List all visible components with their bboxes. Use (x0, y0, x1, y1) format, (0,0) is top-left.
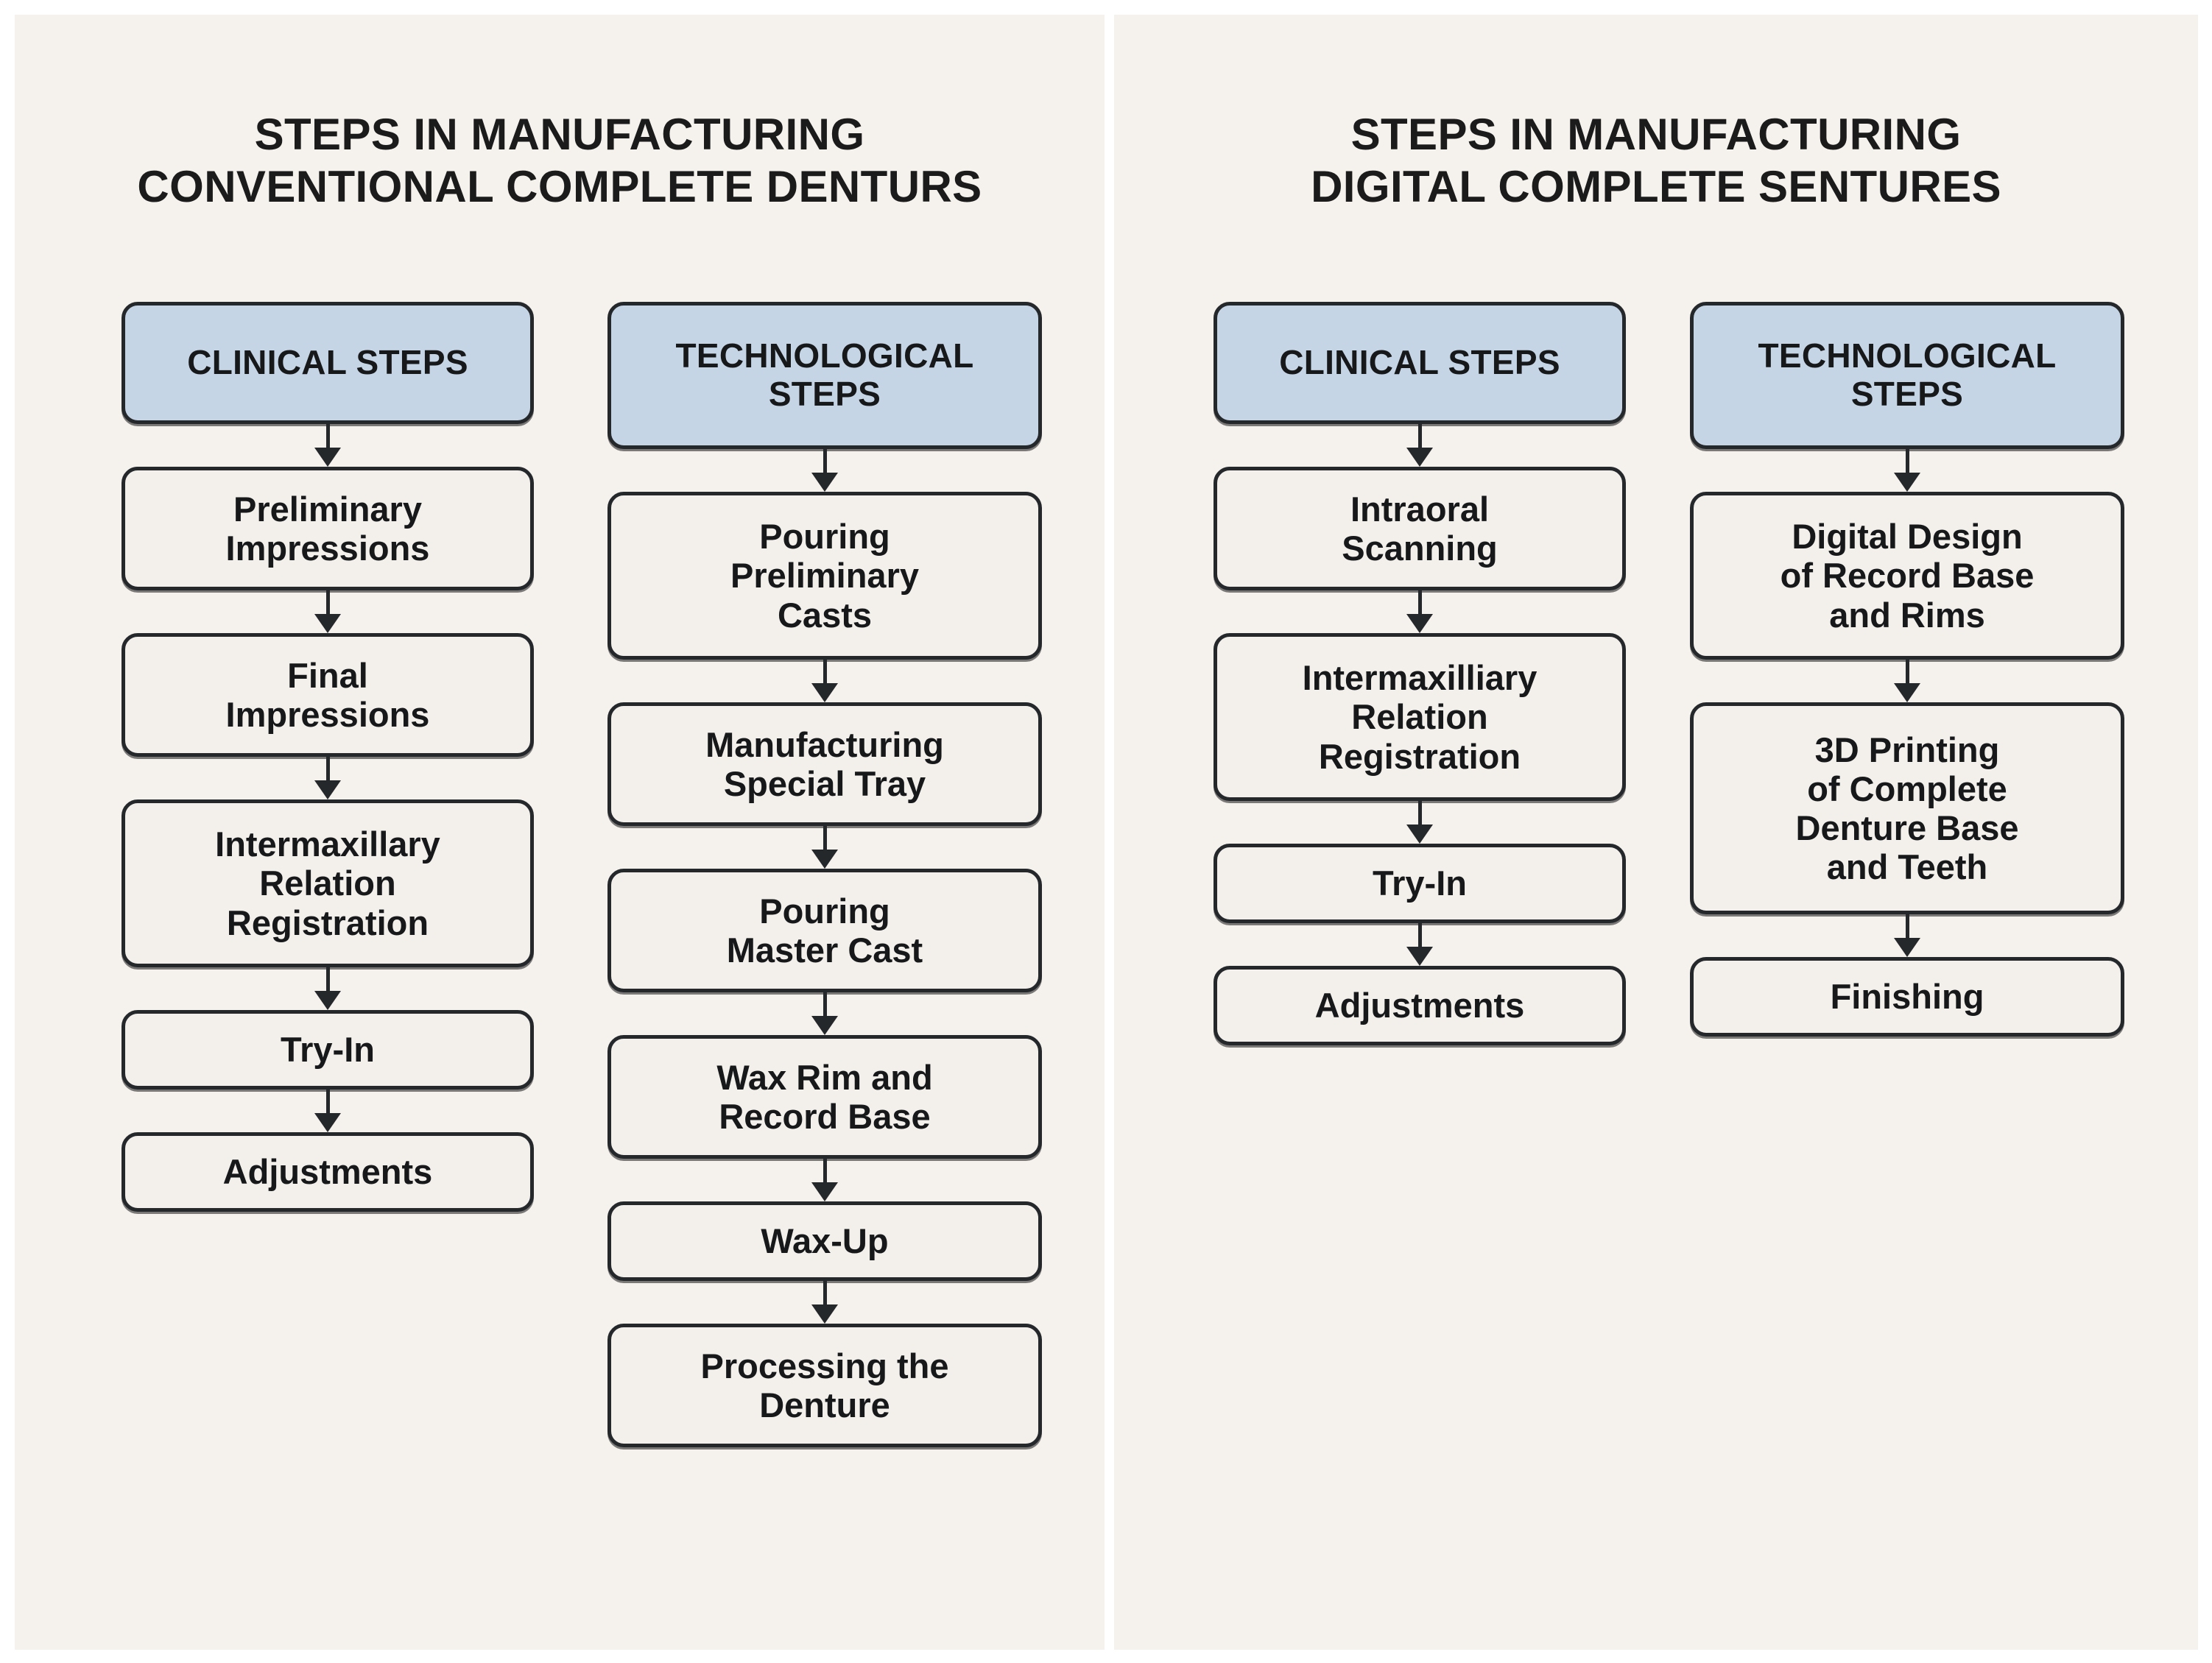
column-conventional-technological: TECHNOLOGICAL STEPS Pouring Preliminary … (607, 302, 1042, 1447)
arrow-connector (1214, 923, 1626, 966)
arrow-connector (1690, 449, 2124, 492)
arrow-connector (607, 992, 1042, 1035)
arrow-head-icon (811, 473, 838, 492)
arrow-shaft (1417, 590, 1422, 623)
arrow-connector (121, 590, 534, 633)
arrow-shaft (325, 757, 330, 789)
arrow-shaft (1905, 914, 1909, 947)
node-processing-the-denture[interactable]: Processing the Denture (607, 1324, 1042, 1447)
arrow-connector (607, 1159, 1042, 1201)
arrow-head-icon (314, 448, 341, 467)
arrow-connector (121, 424, 534, 467)
panel-title-conventional: STEPS IN MANUFACTURING CONVENTIONAL COMP… (137, 110, 982, 211)
node-pouring-preliminary-casts[interactable]: Pouring Preliminary Casts (607, 492, 1042, 660)
arrow-shaft (325, 1090, 330, 1122)
column-digital-technological: TECHNOLOGICAL STEPS Digital Design of Re… (1690, 302, 2124, 1037)
header-digital-technological-steps[interactable]: TECHNOLOGICAL STEPS (1690, 302, 2124, 449)
arrow-shaft (1905, 449, 1909, 481)
arrow-connector (1214, 424, 1626, 467)
arrow-connector (1690, 914, 2124, 957)
node-preliminary-impressions[interactable]: Preliminary Impressions (121, 467, 534, 590)
arrow-connector (607, 826, 1042, 869)
arrow-shaft (823, 1159, 827, 1191)
arrow-shaft (823, 826, 827, 858)
arrow-connector (121, 757, 534, 799)
arrow-connector (121, 1090, 534, 1132)
arrow-head-icon (314, 614, 341, 633)
arrow-head-icon (1894, 683, 1920, 702)
arrow-head-icon (1406, 947, 1433, 966)
arrow-connector (121, 967, 534, 1010)
node-3d-printing-of-complete-denture-base-and-teeth[interactable]: 3D Printing of Complete Denture Base and… (1690, 702, 2124, 914)
column-conventional-clinical: CLINICAL STEPS Preliminary Impressions F… (121, 302, 534, 1212)
arrow-head-icon (811, 1016, 838, 1035)
arrow-connector (1214, 801, 1626, 844)
arrow-shaft (823, 660, 827, 692)
arrow-head-icon (1406, 825, 1433, 844)
arrow-shaft (325, 590, 330, 623)
node-intraoral-scanning[interactable]: Intraoral Scanning (1214, 467, 1626, 590)
node-try-in[interactable]: Try-In (1214, 844, 1626, 923)
arrow-connector (607, 449, 1042, 492)
node-pouring-master-cast[interactable]: Pouring Master Cast (607, 869, 1042, 992)
arrow-head-icon (1406, 614, 1433, 633)
column-digital-clinical: CLINICAL STEPS Intraoral Scanning Interm… (1214, 302, 1626, 1045)
header-conventional-clinical-steps[interactable]: CLINICAL STEPS (121, 302, 534, 424)
arrow-shaft (823, 1281, 827, 1313)
arrow-head-icon (1894, 473, 1920, 492)
node-manufacturing-special-tray[interactable]: Manufacturing Special Tray (607, 702, 1042, 826)
arrow-shaft (1417, 801, 1422, 833)
arrow-connector (607, 660, 1042, 702)
arrow-head-icon (811, 1182, 838, 1201)
header-digital-clinical-steps[interactable]: CLINICAL STEPS (1214, 302, 1626, 424)
arrow-shaft (325, 967, 330, 1000)
arrow-head-icon (314, 991, 341, 1010)
arrow-connector (1690, 660, 2124, 702)
node-try-in[interactable]: Try-In (121, 1010, 534, 1090)
header-conventional-technological-steps[interactable]: TECHNOLOGICAL STEPS (607, 302, 1042, 449)
node-digital-design-of-record-base-and-rims[interactable]: Digital Design of Record Base and Rims (1690, 492, 2124, 660)
node-adjustments[interactable]: Adjustments (121, 1132, 534, 1212)
arrow-head-icon (314, 1113, 341, 1132)
node-intermaxillary-relation-registration[interactable]: Intermaxillary Relation Registration (121, 799, 534, 967)
arrow-connector (607, 1281, 1042, 1324)
node-final-impressions[interactable]: Final Impressions (121, 633, 534, 757)
arrow-head-icon (314, 780, 341, 799)
node-finishing[interactable]: Finishing (1690, 957, 2124, 1037)
arrow-shaft (823, 992, 827, 1025)
arrow-head-icon (1406, 448, 1433, 467)
node-wax-up[interactable]: Wax-Up (607, 1201, 1042, 1281)
arrow-shaft (325, 424, 330, 456)
arrow-head-icon (1894, 938, 1920, 957)
arrow-connector (1214, 590, 1626, 633)
arrow-head-icon (811, 1304, 838, 1324)
arrow-head-icon (811, 850, 838, 869)
arrow-shaft (1417, 923, 1422, 956)
node-intermaxilliary-relation-registration[interactable]: Intermaxilliary Relation Registration (1214, 633, 1626, 801)
arrow-head-icon (811, 683, 838, 702)
node-adjustments[interactable]: Adjustments (1214, 966, 1626, 1045)
arrow-shaft (1905, 660, 1909, 692)
panel-title-digital: STEPS IN MANUFACTURING DIGITAL COMPLETE … (1311, 110, 2001, 211)
arrow-shaft (1417, 424, 1422, 456)
arrow-shaft (823, 449, 827, 481)
node-wax-rim-and-record-base[interactable]: Wax Rim and Record Base (607, 1035, 1042, 1159)
